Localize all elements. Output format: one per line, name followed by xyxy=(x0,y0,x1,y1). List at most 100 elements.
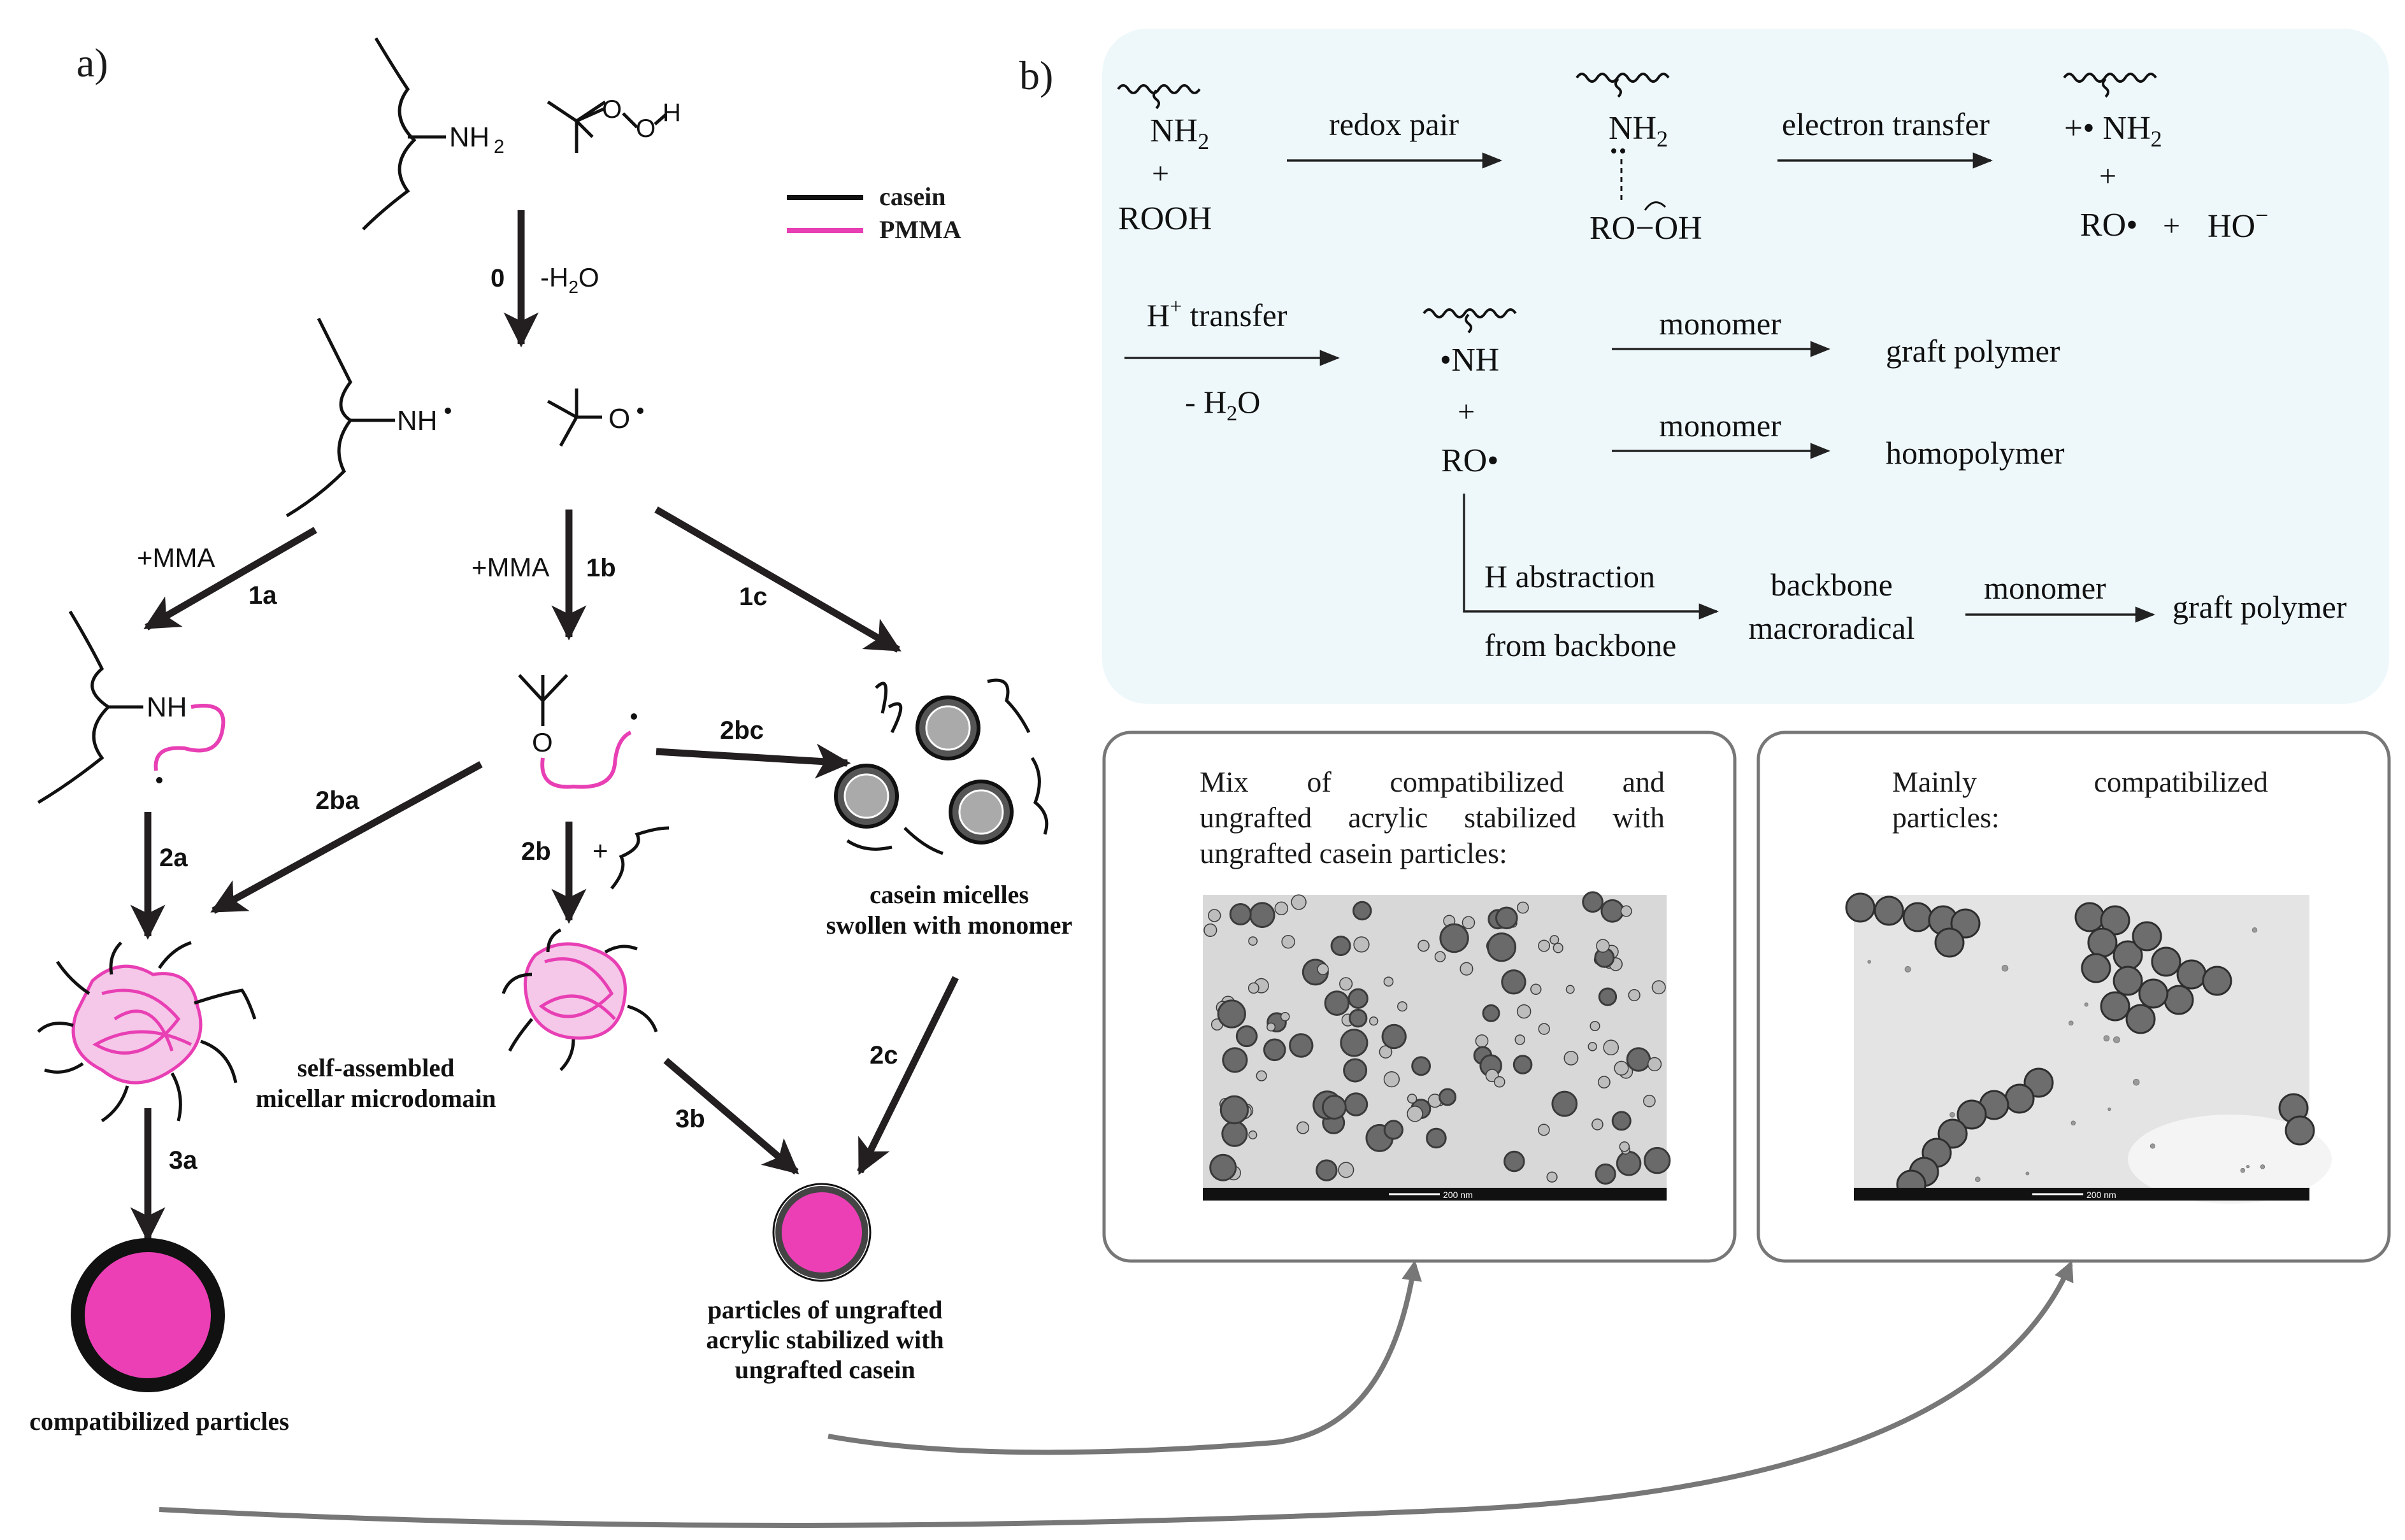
compatibilized-particle xyxy=(71,1238,225,1392)
tem-particle xyxy=(1950,908,1981,939)
tem-particle xyxy=(1381,1023,1407,1050)
nh-radical-and-ro: •NH + RO• xyxy=(1423,308,1517,479)
panel-a: a) casein PMMA NH 2 O O H 0 -H2O xyxy=(29,37,1072,1436)
tem-particle xyxy=(1611,1111,1632,1131)
casein-nh2: NH 2 xyxy=(362,37,505,231)
tem-particle xyxy=(2125,1004,2156,1034)
tem-particle xyxy=(1867,960,1871,964)
legend: casein PMMA xyxy=(787,182,961,244)
redox-pair-label: redox pair xyxy=(1329,106,1459,142)
tem-particle xyxy=(2074,902,2105,932)
tem-particle xyxy=(1349,1009,1368,1028)
tem-particle xyxy=(1590,1020,1600,1032)
hydroxide-label: HO xyxy=(2208,208,2255,245)
row1-plus-3: + xyxy=(2163,209,2180,243)
row2-plus: + xyxy=(1458,395,1475,429)
micelle xyxy=(949,780,1014,845)
monomer-label-1: monomer xyxy=(1659,306,1781,341)
h-transfer-label: H xyxy=(1147,297,1170,333)
tem-image-compatibilized: 200 nm xyxy=(1845,892,2332,1204)
tem-particle xyxy=(1514,1034,1526,1045)
tem-particle xyxy=(2100,991,2130,1022)
step-3b-label: 3b xyxy=(675,1105,705,1133)
water-loss-label: - H xyxy=(1185,384,1226,420)
arrow-step-2bc xyxy=(656,743,851,779)
monomer-label-3: monomer xyxy=(1984,570,2106,606)
tbutoxy-radical: O xyxy=(547,389,643,447)
tem-particle xyxy=(1620,905,1632,917)
svg-text:H+ transfer: H+ transfer xyxy=(1147,295,1288,333)
tem-particle xyxy=(1418,939,1430,952)
tem-particle xyxy=(1339,977,1353,991)
tem-particle xyxy=(1937,1118,1968,1149)
caption-1-line-1: Mix of compatibilized and xyxy=(1200,766,1665,798)
tem-particle xyxy=(1274,901,1289,916)
tem-particle xyxy=(1321,1095,1347,1120)
tem-particle xyxy=(1267,1022,1276,1032)
tem-particle xyxy=(1619,1141,1630,1152)
tem-particle xyxy=(2107,1108,2111,1111)
tem-particle xyxy=(1596,939,1610,953)
tem-particle xyxy=(1280,1011,1290,1022)
tem-particle xyxy=(2071,1120,2076,1126)
tem-particle xyxy=(2087,927,2118,958)
graft-polymer-1: graft polymer xyxy=(1886,333,2060,369)
tem-particle xyxy=(2004,1083,2035,1114)
svg-text:NH2: NH2 xyxy=(1609,110,1668,152)
reactant-nh2: NH xyxy=(1150,113,1198,149)
svg-text:+• NH2: +• NH2 xyxy=(2064,110,2162,152)
tem-particle xyxy=(1291,894,1307,910)
tem-particle xyxy=(1383,1071,1400,1088)
tem-particle xyxy=(1493,1076,1505,1088)
tem-particle xyxy=(1482,1004,1500,1022)
step-0-label: 0 xyxy=(491,264,505,292)
monomer-label-2: monomer xyxy=(1659,408,1781,443)
tbutoxy-pmma-graft: O xyxy=(518,674,637,789)
tem-particle xyxy=(1512,1055,1533,1074)
tem-particle xyxy=(1949,1112,1955,1118)
self-assembled-label-1: self-assembled xyxy=(298,1053,455,1082)
casein-nh-radical: NH xyxy=(285,317,451,518)
tem-particle xyxy=(1338,1162,1354,1178)
tem-particle xyxy=(1644,1146,1671,1174)
legend-pmma-label: PMMA xyxy=(879,215,961,244)
tem-particle xyxy=(1591,1118,1604,1130)
micrograph-caption-2: Mainly compatibilized particles: xyxy=(1892,764,2268,836)
step-1b-label: 1b xyxy=(586,554,616,582)
tem-particle xyxy=(1289,1033,1314,1058)
tem-particle xyxy=(1956,1099,1987,1130)
tem-particle xyxy=(1426,1127,1447,1149)
connector-arrow-1 xyxy=(828,1260,1422,1455)
tem-particle xyxy=(2100,905,2130,936)
tem-particle xyxy=(1565,985,1575,994)
tem-particle xyxy=(1516,1004,1532,1019)
tem-particle xyxy=(1647,1057,1662,1072)
tem-particle xyxy=(1203,923,1217,938)
radical-cation-products: +• NH2 + RO• + HO− xyxy=(2063,73,2268,245)
ungrafted-label-1: particles of ungrafted xyxy=(708,1295,943,1324)
tem-particle xyxy=(1281,934,1295,949)
nh-radical-b: •NH xyxy=(1440,342,1499,378)
backbone-label: backbone xyxy=(1770,567,1893,602)
arrow-step-2ba xyxy=(210,761,483,914)
tem-particle xyxy=(1563,1050,1579,1066)
caption-1-line-2: ungrafted acrylic stabilized with xyxy=(1200,801,1665,834)
ro-radical-2: RO• xyxy=(1441,443,1498,479)
arrow-step-1a xyxy=(143,527,317,631)
tem-image-mixed: 200 nm xyxy=(1203,891,1671,1201)
tem-particle xyxy=(2240,1167,2246,1173)
casein-nh-pmma-graft: NH xyxy=(37,610,226,804)
tem-particle xyxy=(1330,936,1351,957)
svg-text:NH2: NH2 xyxy=(1150,113,1209,154)
caption-2-line-1: Mainly compatibilized xyxy=(1892,766,2268,798)
tem-particle xyxy=(1411,1056,1432,1076)
tem-particle xyxy=(1317,963,1329,976)
tem-particle xyxy=(2113,1036,2120,1043)
tem-particle xyxy=(1407,1094,1418,1104)
ungrafted-particle xyxy=(775,1186,868,1279)
tem-particle xyxy=(1256,1070,1267,1081)
tem-particle xyxy=(1296,1121,1310,1134)
tem-particle xyxy=(1434,951,1446,962)
tem-particle xyxy=(2001,965,2009,972)
